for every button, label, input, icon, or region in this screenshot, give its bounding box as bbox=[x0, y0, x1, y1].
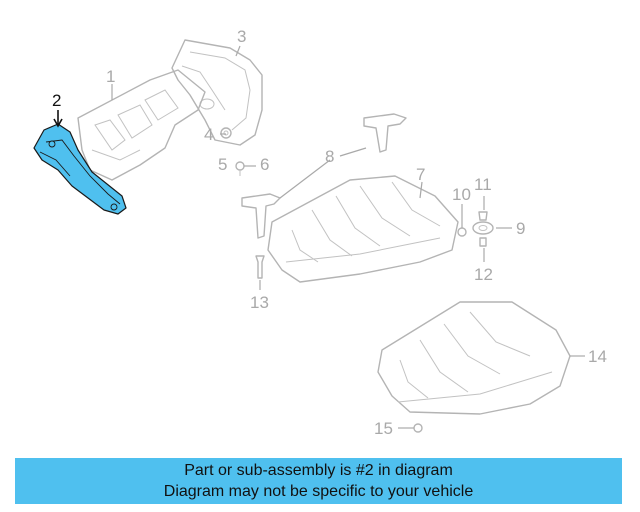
callout-11: 11 bbox=[474, 175, 492, 194]
callout-14: 14 bbox=[588, 347, 607, 366]
callout-10: 10 bbox=[452, 185, 471, 204]
clip-9 bbox=[472, 221, 494, 235]
fastener-11 bbox=[478, 211, 488, 221]
callout-5: 5 bbox=[218, 155, 227, 174]
part-8-bracket-upper bbox=[363, 113, 407, 153]
callout-8: 8 bbox=[325, 147, 334, 166]
fastener-5-6 bbox=[235, 161, 245, 176]
bolt-13 bbox=[255, 255, 265, 279]
fastener-10 bbox=[457, 227, 467, 237]
leader-lines bbox=[111, 45, 585, 429]
banner-line-part: Part or sub-assembly is #2 in diagram bbox=[184, 462, 453, 479]
part-7-under-cover bbox=[267, 175, 459, 283]
callout-13: 13 bbox=[250, 293, 269, 312]
part-2-highlighted-bracket bbox=[33, 123, 127, 215]
leader-line-2 bbox=[53, 110, 63, 128]
callout-1: 1 bbox=[106, 67, 115, 86]
banner-line-disclaimer: Diagram may not be specific to your vehi… bbox=[163, 483, 474, 500]
callout-12: 12 bbox=[474, 265, 493, 284]
callout-7: 7 bbox=[416, 165, 425, 184]
part-8-bracket-lower bbox=[241, 193, 281, 239]
callout-9: 9 bbox=[516, 219, 525, 238]
callout-2: 2 bbox=[52, 91, 61, 110]
fastener-12 bbox=[479, 237, 487, 247]
callout-3: 3 bbox=[237, 27, 246, 46]
fastener-15 bbox=[413, 423, 423, 433]
fastener-4 bbox=[220, 127, 232, 139]
callout-6: 6 bbox=[260, 155, 269, 174]
part-3-shield bbox=[171, 39, 263, 146]
part-14-skid-plate bbox=[377, 301, 571, 415]
part-1-splash-shield bbox=[77, 69, 206, 181]
callout-4: 4 bbox=[204, 125, 213, 144]
part-info-banner: Part or sub-assembly is #2 in diagram Di… bbox=[15, 458, 622, 504]
callout-15: 15 bbox=[374, 419, 393, 438]
